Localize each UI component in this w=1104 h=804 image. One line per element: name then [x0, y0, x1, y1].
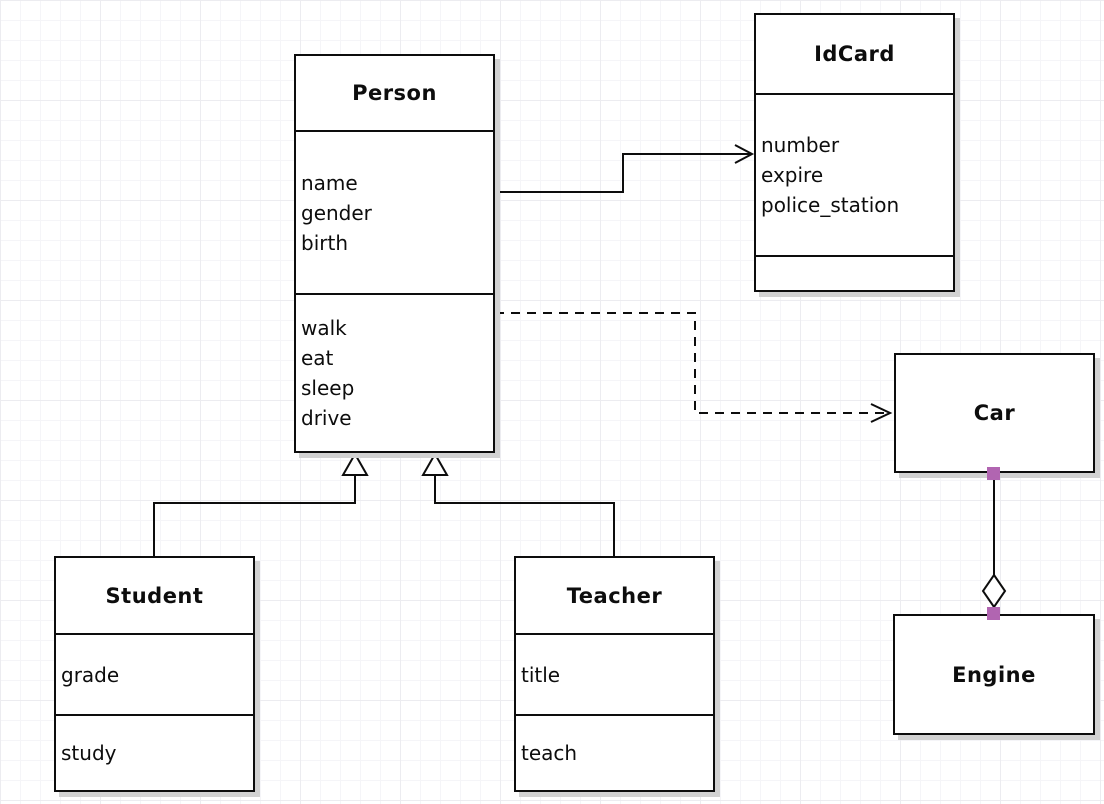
aggregation-link-car-engine[interactable] [981, 474, 1007, 609]
methods-section [756, 255, 953, 290]
association-arrow-person-idcard[interactable] [495, 144, 755, 193]
attribute-row: number [761, 133, 840, 157]
attributes-section: number expire police_station [756, 93, 953, 255]
methods-section: study [56, 714, 253, 790]
open-arrowhead-icon [870, 403, 893, 423]
attribute-row: gender [301, 200, 372, 225]
attributes-section: grade [56, 633, 253, 714]
method-row: study [61, 741, 117, 765]
method-row: walk [301, 316, 347, 340]
class-engine[interactable]: Engine [893, 614, 1095, 735]
open-arrowhead-icon [734, 144, 755, 164]
hollow-triangle-icon [421, 451, 449, 476]
attribute-row: police_station [761, 193, 900, 217]
attributes-section: title [516, 633, 713, 714]
method-row: teach [521, 741, 578, 765]
class-title: Teacher [566, 583, 663, 608]
attribute-row: grade [61, 662, 120, 687]
class-person[interactable]: Person name gender birth walk eat sleep … [294, 54, 495, 453]
attribute-row: name [301, 170, 358, 195]
attributes-section: name gender birth [296, 130, 493, 293]
method-row: eat [301, 346, 334, 370]
inheritance-arrow-student-person[interactable] [153, 451, 369, 556]
class-idcard[interactable]: IdCard number expire police_station [754, 13, 955, 292]
attribute-row: title [521, 662, 561, 687]
attribute-row: expire [761, 163, 824, 187]
hollow-triangle-icon [341, 451, 369, 476]
dependency-arrow-person-car[interactable] [495, 312, 893, 423]
class-title: IdCard [814, 42, 895, 66]
methods-section: walk eat sleep drive [296, 293, 493, 451]
class-student[interactable]: Student grade study [54, 556, 255, 792]
class-teacher[interactable]: Teacher title teach [514, 556, 715, 792]
method-row: drive [301, 406, 352, 430]
method-row: sleep [301, 376, 355, 400]
inheritance-arrow-teacher-person[interactable] [421, 451, 615, 556]
methods-section: teach [516, 714, 713, 790]
attribute-row: birth [301, 230, 348, 255]
class-car[interactable]: Car [894, 353, 1095, 473]
class-title: Person [352, 81, 437, 105]
class-title: Student [105, 583, 204, 608]
class-title: Engine [952, 662, 1036, 687]
hollow-diamond-icon [981, 573, 1007, 609]
class-title: Car [973, 401, 1016, 425]
